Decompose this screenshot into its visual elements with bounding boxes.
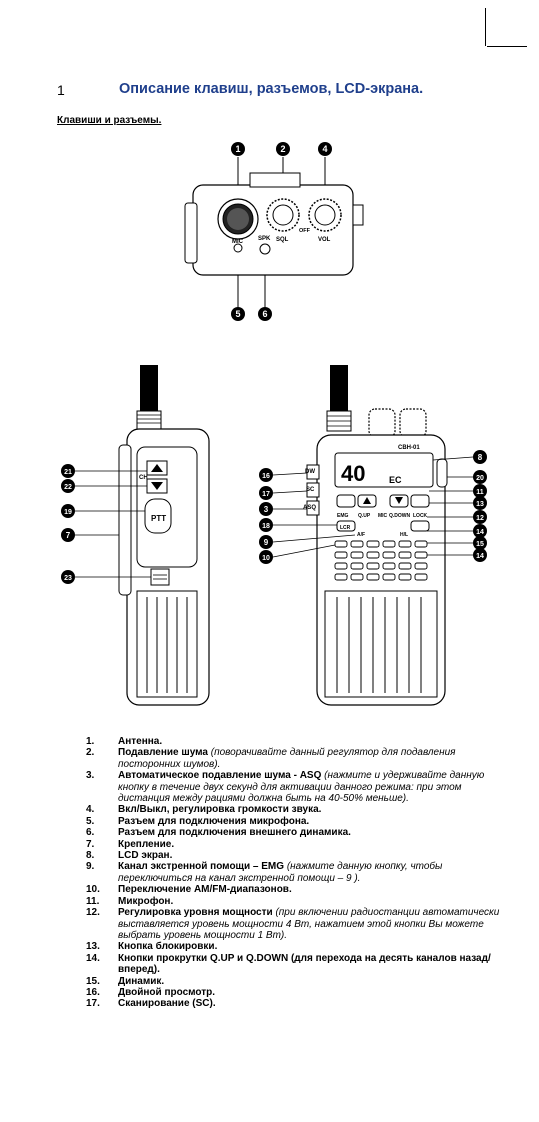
callout-2: 2 xyxy=(276,142,290,156)
section-title: Описание клавиш, разъемов, LCD-экрана. xyxy=(119,81,424,97)
callout-5: 5 xyxy=(231,307,245,321)
svg-text:23: 23 xyxy=(64,575,72,582)
lcd-small: EC xyxy=(389,475,402,485)
list-item: 7.Крепление. xyxy=(86,838,175,850)
svg-text:5: 5 xyxy=(235,309,240,319)
svg-text:2: 2 xyxy=(280,144,285,154)
label-hl: H/L xyxy=(400,532,408,538)
label-asq: ASQ xyxy=(303,505,316,511)
callout-20: 20 xyxy=(473,470,487,484)
label-model: CBH-01 xyxy=(398,445,420,451)
label-qup: Q.UP xyxy=(358,513,371,519)
list-item: 5.Разъем для подключения микрофона. xyxy=(86,815,310,827)
svg-text:11: 11 xyxy=(476,489,484,496)
svg-text:22: 22 xyxy=(64,484,72,491)
svg-text:9: 9 xyxy=(264,538,269,547)
svg-text:3: 3 xyxy=(264,505,269,514)
list-item: 17.Сканирование (SC). xyxy=(86,998,216,1010)
label-qdown: Q.DOWN xyxy=(389,513,410,519)
callout-14-lower: 14 xyxy=(473,548,487,562)
callout-10: 10 xyxy=(259,550,273,564)
svg-text:19: 19 xyxy=(64,509,72,516)
list-item: 2.Подавление шума (поворачивайте данный … xyxy=(86,747,456,770)
list-item: 9.Канал экстренной помощи – EMG (нажмите… xyxy=(86,861,443,884)
section-number: 1 xyxy=(57,82,65,98)
callout-13: 13 xyxy=(473,496,487,510)
callout-23: 23 xyxy=(61,570,75,584)
list-item: 15.Динамик. xyxy=(86,975,165,987)
list-item: 4.Вкл/Выкл, регулировка громкости звука. xyxy=(86,804,322,816)
list-item: 6.Разъем для подключения внешнего динами… xyxy=(86,827,351,839)
svg-text:14: 14 xyxy=(476,529,484,536)
svg-text:6: 6 xyxy=(262,309,267,319)
callout-18: 18 xyxy=(259,518,273,532)
corner-mark-horizontal xyxy=(487,46,527,47)
list-item: 11.Микрофон. xyxy=(86,895,174,907)
callout-19: 19 xyxy=(61,504,75,518)
label-lock: LOCK xyxy=(413,513,428,519)
callout-1: 1 xyxy=(231,142,245,156)
label-lcr: LCR xyxy=(340,525,351,531)
radio-front-view-drawing: CBH-01 40 EC DW SC ASQ EMG Q.UP MIC Q.DO… xyxy=(259,365,487,706)
svg-text:21: 21 xyxy=(64,469,72,476)
list-item: 12.Регулировка уровня мощности (при вклю… xyxy=(86,907,500,941)
label-af: A/F xyxy=(357,532,365,538)
svg-text:10: 10 xyxy=(262,555,270,562)
list-item: 1.Антенна. xyxy=(86,736,163,747)
callout-21: 21 xyxy=(61,464,75,478)
callout-17: 17 xyxy=(259,486,273,500)
label-dw: DW xyxy=(305,469,315,475)
callout-3: 3 xyxy=(259,502,273,516)
svg-text:13: 13 xyxy=(476,501,484,508)
lcd-digits: 40 xyxy=(341,461,365,486)
callout-9: 9 xyxy=(259,535,273,549)
corner-mark-vertical xyxy=(485,8,486,46)
callout-22: 22 xyxy=(61,479,75,493)
svg-text:18: 18 xyxy=(262,523,270,530)
list-item: 13.Кнопка блокировки. xyxy=(86,941,218,953)
svg-text:12: 12 xyxy=(476,515,484,522)
callout-11: 11 xyxy=(473,484,487,498)
list-item: 10.Переключение AM/FM-диапазонов. xyxy=(86,884,292,896)
list-item: 8.LCD экран. xyxy=(86,850,173,862)
callout-6: 6 xyxy=(258,307,272,321)
svg-text:7: 7 xyxy=(66,531,71,540)
svg-text:1: 1 xyxy=(235,144,240,154)
callout-14-upper: 14 xyxy=(473,524,487,538)
subsection-title: Клавиши и разъемы. xyxy=(57,115,162,126)
label-mic-front: MIC xyxy=(378,513,388,519)
svg-text:14: 14 xyxy=(476,553,484,560)
list-item: 16.Двойной просмотр. xyxy=(86,986,216,998)
svg-text:17: 17 xyxy=(262,491,270,498)
label-ptt: PTT xyxy=(151,514,166,523)
callout-12: 12 xyxy=(473,510,487,524)
label-mic: MIC xyxy=(232,239,244,245)
label-vol: VOL xyxy=(318,237,331,243)
svg-text:15: 15 xyxy=(476,541,484,548)
label-off: OFF xyxy=(299,228,311,234)
radio-top-view-drawing: MIC SQL OFF VOL SPK 1 2 4 5 6 xyxy=(184,142,364,321)
callout-7: 7 xyxy=(61,528,75,542)
callout-15: 15 xyxy=(473,536,487,550)
callout-8: 8 xyxy=(473,450,487,464)
list-item: 14.Кнопки прокрутки Q.UP и Q.DOWN (для п… xyxy=(86,952,491,976)
callout-4: 4 xyxy=(318,142,332,156)
label-sc: SC xyxy=(306,487,315,493)
svg-text:20: 20 xyxy=(476,475,484,482)
label-ch: CH xyxy=(139,475,148,481)
callout-16: 16 xyxy=(259,468,273,482)
svg-text:16: 16 xyxy=(262,473,270,480)
list-item: 3.Автоматическое подавление шума - ASQ (… xyxy=(86,770,485,805)
svg-text:8: 8 xyxy=(478,453,483,462)
label-sql: SQL xyxy=(276,237,289,243)
svg-text:4: 4 xyxy=(322,144,327,154)
radio-side-view-drawing: CH PTT 21 22 19 7 23 xyxy=(61,365,210,706)
label-spk: SPK xyxy=(258,236,271,242)
keys-description-list: 1.Антенна. 2.Подавление шума (поворачива… xyxy=(86,736,506,1010)
label-emg: EMG xyxy=(337,513,349,519)
